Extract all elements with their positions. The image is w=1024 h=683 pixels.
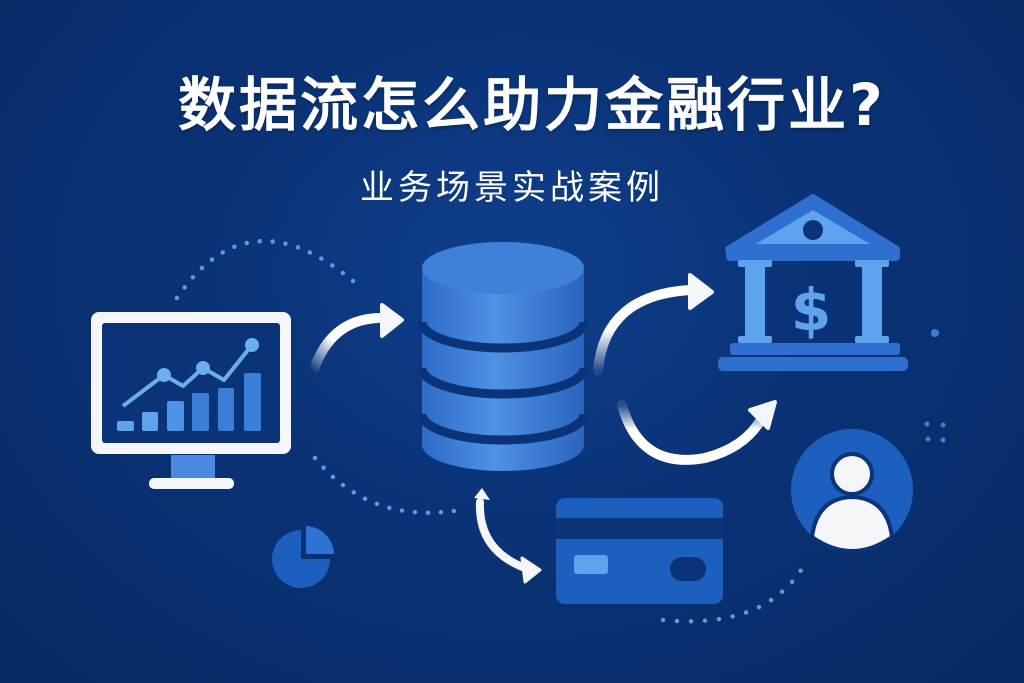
arrow-to-card-icon	[474, 488, 542, 584]
arrow-to-database-icon	[308, 303, 404, 377]
arrow-to-user-icon	[617, 400, 777, 465]
pie-chart-icon	[272, 526, 334, 588]
user-avatar-icon	[791, 429, 913, 554]
bank-icon: $	[718, 194, 908, 371]
dotted-path-top	[174, 239, 363, 301]
dotted-path-bottom	[312, 455, 463, 515]
monitor-chart-icon	[91, 312, 291, 489]
credit-card-icon	[556, 498, 723, 604]
decorative-dots	[924, 329, 946, 443]
database-icon	[417, 242, 589, 471]
dollar-sign: $	[791, 276, 831, 344]
page-subtitle: 业务场景实战案例	[360, 168, 664, 208]
page-title: 数据流怎么助力金融行业?	[178, 71, 886, 139]
arrow-to-bank-icon	[593, 273, 714, 375]
